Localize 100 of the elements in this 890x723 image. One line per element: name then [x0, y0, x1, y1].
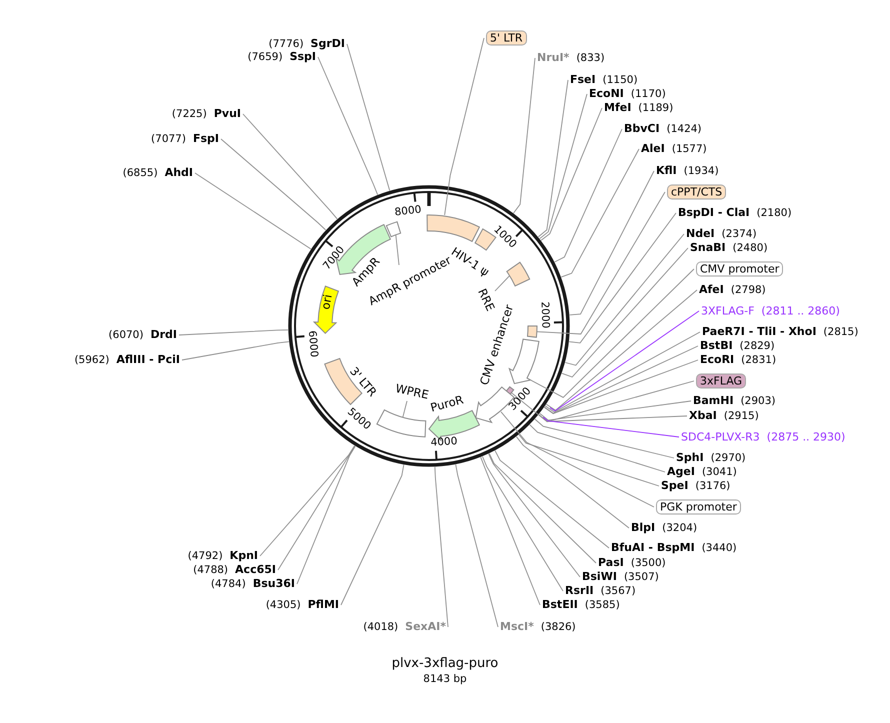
- site-position: (2798): [730, 284, 766, 297]
- primer-name: 3XFLAG-F: [701, 304, 754, 318]
- enzyme-name: Bsu36I: [252, 577, 295, 590]
- site-position: (2480): [732, 242, 768, 255]
- enzyme-name: AgeI: [667, 465, 695, 478]
- site-position: (1424): [666, 123, 702, 136]
- primer-range: (2875 .. 2930): [766, 430, 846, 444]
- leader-line: [540, 108, 602, 241]
- enzyme-name: DrdI: [150, 328, 177, 341]
- feature-name: 3' LTR: [347, 364, 379, 400]
- leader-line: [527, 268, 694, 398]
- leader-line: [536, 192, 666, 334]
- feature-label: CMV promoter: [696, 262, 784, 276]
- site-position: (4305): [266, 599, 301, 612]
- enzyme-name: PflMI: [308, 598, 339, 611]
- site-position: (6070): [108, 329, 144, 342]
- site-position: (2970): [710, 452, 746, 465]
- enzyme-name: XbaI: [689, 409, 717, 422]
- site-position: (1934): [684, 165, 719, 178]
- site-position: (2915): [724, 410, 759, 423]
- leader-line: [529, 424, 666, 472]
- leader-line: [516, 436, 630, 528]
- leader-line: [488, 453, 580, 578]
- leader-line: [546, 290, 698, 411]
- leader-line: [444, 38, 484, 216]
- site-position: (4792): [188, 550, 223, 563]
- site-position: (1170): [630, 88, 666, 101]
- leader-line: [260, 445, 355, 556]
- enzyme-name: RsrII: [565, 584, 594, 597]
- leader-line: [510, 380, 694, 422]
- tick-label: 4000: [430, 435, 458, 449]
- leader-line: [538, 80, 568, 238]
- enzyme-name: FspI: [192, 132, 219, 145]
- enzyme-name: MscI*: [500, 620, 534, 633]
- site-position: (3440): [702, 542, 737, 555]
- tick-label: 6000: [306, 330, 320, 358]
- enzyme-name: BlpI: [631, 521, 656, 534]
- leader-line: [534, 418, 674, 458]
- leader-line: [561, 248, 688, 378]
- site-position: (3204): [662, 522, 698, 535]
- site-position: (7659): [248, 51, 283, 64]
- site-position: (5962): [74, 354, 110, 367]
- enzyme-name: SgrDI: [310, 37, 345, 50]
- site-position: (7077): [151, 133, 186, 146]
- site-position: (2180): [756, 207, 792, 220]
- leader-line: [539, 400, 692, 421]
- leader-line: [242, 114, 338, 220]
- leader-line: [560, 148, 640, 278]
- primer-range: (2811 .. 2860): [761, 304, 840, 318]
- site-position: (1577): [672, 143, 707, 156]
- site-position: (2815): [823, 326, 858, 339]
- site-position: (3176): [695, 480, 730, 493]
- enzyme-name: BsiWI: [582, 570, 617, 583]
- enzyme-name: BfuAI - BspMI: [611, 541, 695, 554]
- site-position: (3585): [584, 599, 620, 612]
- enzyme-name: AfeI: [699, 283, 724, 296]
- enzyme-name: PvuI: [214, 107, 241, 120]
- site-position: (4788): [193, 564, 228, 577]
- leader-line: [434, 466, 448, 628]
- site-position: (833): [576, 52, 605, 65]
- enzyme-name: BamHI: [693, 394, 734, 407]
- enzyme-name: KflI: [656, 164, 677, 177]
- leader-line: [544, 332, 700, 413]
- feature-label: cPPT/CTS: [667, 184, 726, 200]
- leader-line: [480, 456, 540, 606]
- enzyme-name: BstEII: [542, 598, 578, 611]
- enzyme-name: SphI: [676, 451, 704, 464]
- site-position: (7776): [268, 38, 304, 51]
- feature-name: WPRE: [394, 382, 430, 402]
- enzyme-name: PasI: [598, 556, 624, 569]
- leader-line: [494, 450, 610, 548]
- enzyme-name: AleI: [641, 142, 665, 155]
- leader-line: [395, 234, 400, 266]
- leader-line: [518, 434, 660, 486]
- leader-line: [178, 329, 289, 336]
- site-position: (3826): [540, 621, 576, 634]
- feature-name: PuroR: [429, 393, 465, 415]
- leader-line: [278, 446, 356, 570]
- enzyme-name: BstBI: [700, 339, 733, 352]
- site-position: (2831): [741, 354, 776, 367]
- plasmid-size: 8143 bp: [422, 673, 468, 685]
- leader-line: [564, 234, 684, 366]
- tick-label: 8000: [394, 203, 422, 218]
- leader-line: [340, 464, 404, 606]
- leader-line: [488, 453, 596, 564]
- leader-line: [544, 360, 698, 414]
- enzyme-name: EcoNI: [589, 87, 624, 100]
- leader-line: [402, 400, 408, 418]
- leader-line: [500, 411, 654, 508]
- leader-line: [494, 275, 510, 292]
- enzyme-name: NdeI: [686, 227, 715, 240]
- site-position: (6855): [122, 167, 158, 180]
- leader-line: [194, 172, 312, 250]
- site-position: (2374): [722, 228, 757, 241]
- enzyme-name: KpnI: [230, 549, 258, 562]
- enzyme-name: MfeI: [604, 101, 632, 114]
- leader-line: [568, 212, 676, 344]
- leader-line: [569, 170, 654, 316]
- feature-label: 5' LTR: [486, 30, 526, 46]
- leader-line: [542, 416, 680, 438]
